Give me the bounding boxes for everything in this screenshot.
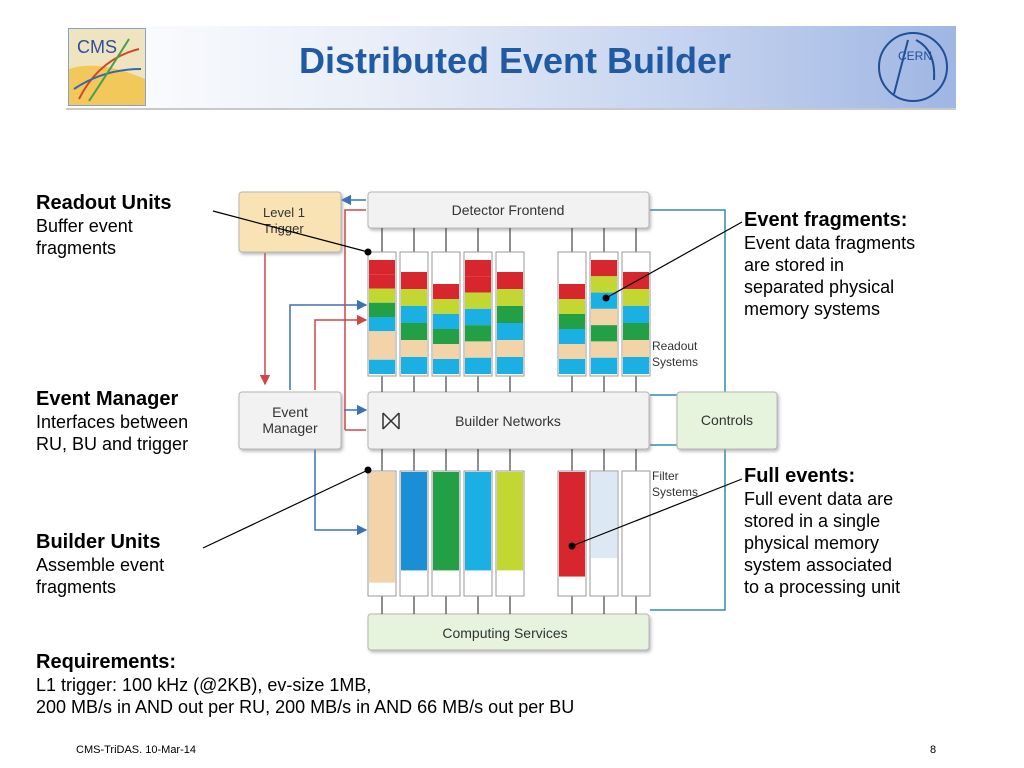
full-events-line-2: stored in a single — [744, 511, 881, 531]
header-bar — [66, 26, 956, 108]
builder-units — [367, 449, 651, 614]
requirements-heading: Requirements: — [36, 651, 177, 673]
builder-unit-column — [557, 449, 587, 614]
readout-systems-label: Readout — [652, 339, 698, 353]
builder-networks-box: Builder Networks — [367, 391, 650, 450]
controls-box: Controls — [676, 391, 778, 450]
event-manager-annotation: Event Manager Interfaces between RU, BU … — [36, 388, 188, 455]
readout-unit-column — [463, 228, 493, 392]
page-title: Distributed Event Builder — [298, 40, 732, 81]
readout-unit-column — [589, 228, 619, 392]
readout-units-line-2: fragments — [36, 238, 117, 258]
event-manager-line-2: RU, BU and trigger — [36, 434, 189, 454]
builder-unit-column — [589, 449, 619, 614]
builder-unit-column — [621, 449, 651, 614]
full-events-line-3: physical memory — [744, 533, 880, 553]
event-fragments-line-2: are stored in — [744, 255, 845, 275]
builder-unit-column — [463, 449, 493, 614]
event-fragments-heading: Event fragments: — [744, 209, 908, 231]
svg-text:Event: Event — [272, 404, 308, 420]
readout-unit-column — [621, 228, 651, 392]
full-events-heading: Full events: — [744, 465, 856, 487]
svg-text:CERN: CERN — [898, 49, 932, 63]
pointer-lines — [202, 210, 743, 550]
readout-unit-column — [557, 228, 587, 392]
requirements-line-2: 200 MB/s in AND out per RU, 200 MB/s in … — [36, 697, 575, 717]
page-number: 8 — [930, 744, 937, 756]
full-events-line-1: Full event data are — [744, 489, 894, 509]
filter-systems-label-2: Systems — [652, 485, 698, 499]
computing-services-box: Computing Services — [367, 613, 650, 651]
full-events-annotation: Full events: Full event data are stored … — [744, 465, 900, 598]
requirements-block: Requirements: L1 trigger: 100 kHz (@2KB)… — [36, 651, 574, 718]
event-fragments-annotation: Event fragments: Event data fragments ar… — [744, 209, 915, 320]
svg-text:Manager: Manager — [262, 420, 318, 436]
readout-unit-column — [495, 228, 525, 392]
builder-unit-column — [431, 449, 461, 614]
filter-systems-label: Filter — [652, 469, 679, 483]
builder-unit-column — [399, 449, 429, 614]
svg-text:Controls: Controls — [701, 412, 753, 428]
readout-unit-column — [367, 228, 397, 392]
builder-unit-column — [495, 449, 525, 614]
svg-text:Detector Frontend: Detector Frontend — [452, 202, 565, 218]
level1-trigger-box: Level 1 Trigger — [238, 191, 342, 253]
readout-unit-column — [431, 228, 461, 392]
event-fragments-line-1: Event data fragments — [744, 233, 916, 253]
event-manager-heading: Event Manager — [36, 388, 179, 410]
header-divider — [66, 108, 956, 110]
requirements-line-1: L1 trigger: 100 kHz (@2KB), ev-size 1MB, — [36, 675, 372, 695]
readout-unit-column — [399, 228, 429, 392]
builder-units-heading: Builder Units — [36, 531, 161, 553]
readout-systems-label-2: Systems — [652, 355, 698, 369]
builder-units-annotation: Builder Units Assemble event fragments — [36, 531, 164, 598]
builder-unit-column — [367, 449, 397, 614]
network-switch-icon — [382, 412, 400, 430]
cern-logo: CERN — [876, 30, 950, 104]
cms-logo: CMS — [68, 28, 146, 106]
footer-left: CMS-TriDAS. 10-Mar-14 — [76, 744, 196, 756]
builder-units-line-1: Assemble event — [36, 555, 165, 575]
readout-units-line-1: Buffer event — [36, 216, 133, 236]
detector-frontend-box: Detector Frontend — [367, 191, 650, 229]
full-events-line-5: to a processing unit — [744, 577, 901, 597]
svg-text:CMS: CMS — [77, 37, 117, 57]
readout-units — [367, 228, 651, 392]
event-manager-box: Event Manager — [238, 391, 342, 450]
event-manager-line-1: Interfaces between — [36, 412, 189, 432]
event-fragments-line-3: separated physical — [744, 277, 895, 297]
svg-text:Computing Services: Computing Services — [442, 625, 567, 641]
builder-units-line-2: fragments — [36, 577, 117, 597]
event-fragments-line-4: memory systems — [744, 299, 881, 319]
readout-units-annotation: Readout Units Buffer event fragments — [36, 192, 172, 259]
readout-units-heading: Readout Units — [36, 192, 172, 214]
svg-text:Level 1: Level 1 — [263, 205, 305, 220]
full-events-line-4: system associated — [744, 555, 893, 575]
svg-text:Builder Networks: Builder Networks — [455, 413, 561, 429]
